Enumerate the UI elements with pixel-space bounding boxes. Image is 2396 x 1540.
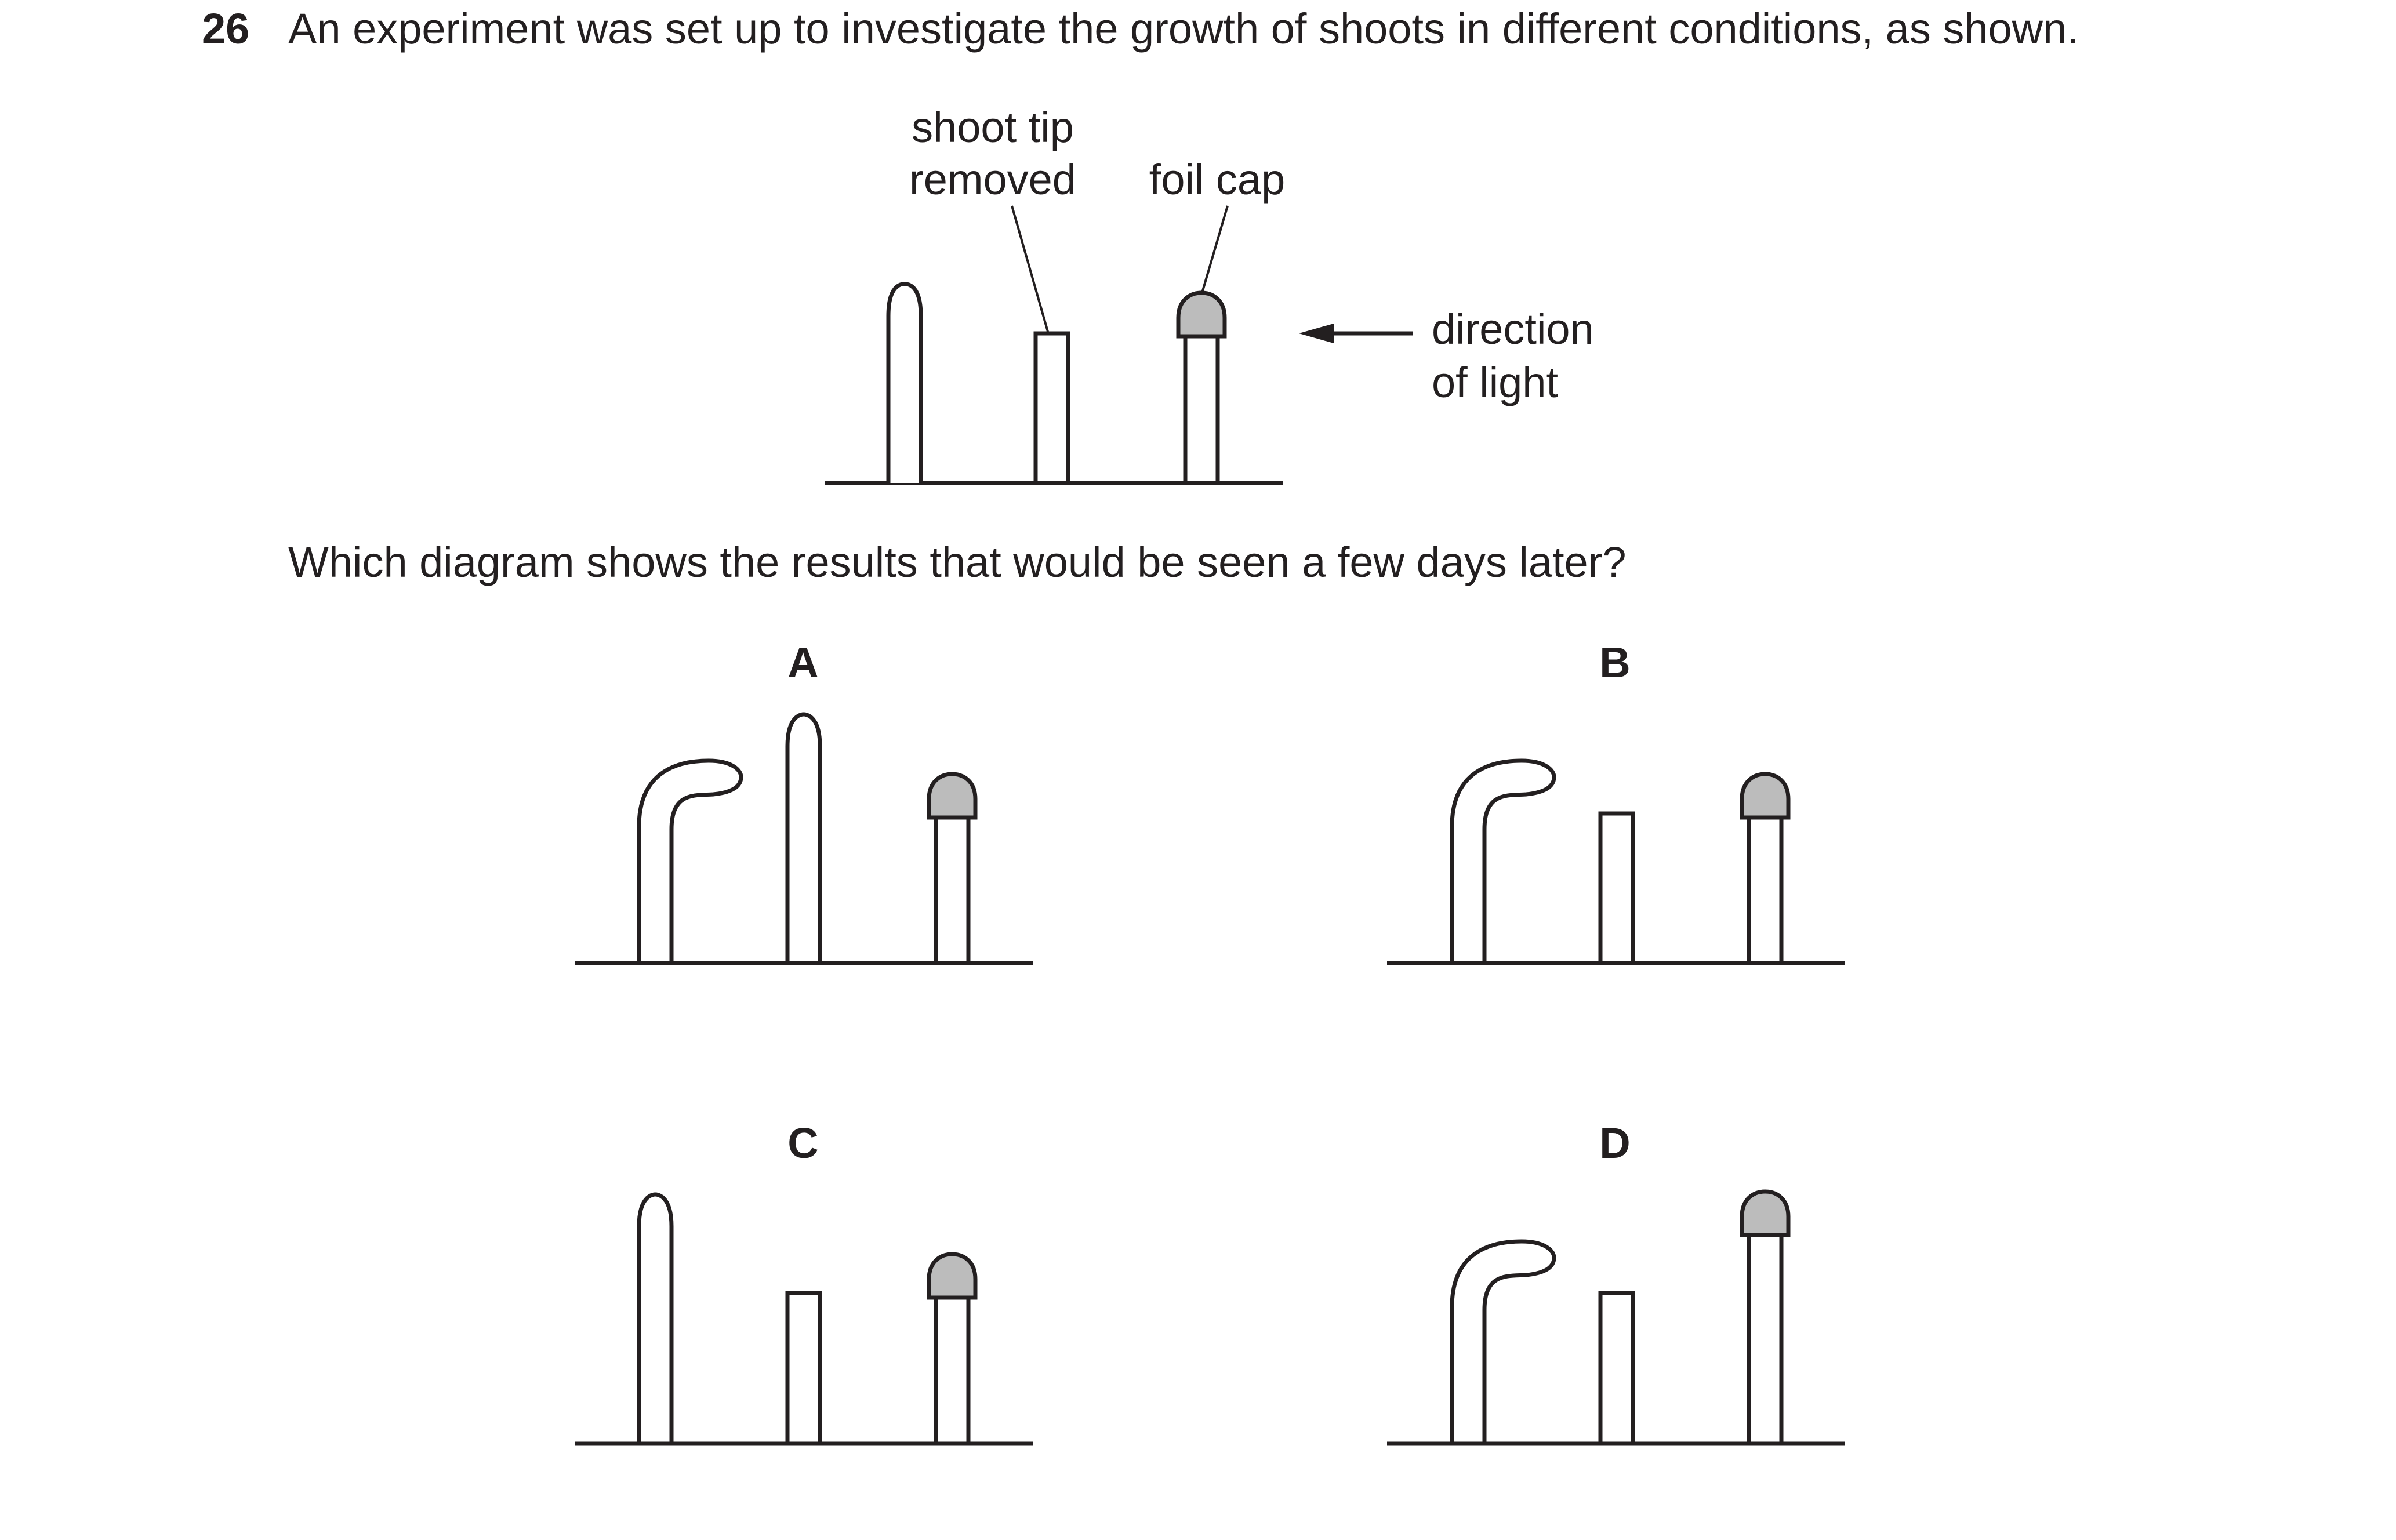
option-b-capped-shoot [1747, 815, 1784, 965]
leader-line-foil-cap [1201, 205, 1229, 293]
label-shoot-tip-removed-line2: removed [909, 155, 1076, 204]
option-a-capped-shoot [934, 815, 971, 965]
option-a-tall-shoot [785, 712, 822, 965]
option-c-cut-shoot [785, 1291, 822, 1446]
light-direction-arrow [1299, 324, 1413, 343]
question-stem: An experiment was set up to investigate … [288, 5, 2079, 53]
question-number: 26 [202, 5, 249, 53]
label-direction-line1: direction [1432, 305, 1594, 353]
option-d-cut-shoot [1598, 1291, 1635, 1446]
option-a-letter: A [787, 638, 818, 687]
option-d-bent-shoot [1450, 1239, 1556, 1446]
option-c-foil-cap [927, 1252, 978, 1300]
option-b-bent-shoot [1450, 758, 1556, 965]
setup-diagram: shoot tip removed foil cap direction of … [825, 103, 1594, 485]
option-a-foil-cap [927, 772, 978, 820]
setup-tip-removed-shoot [1033, 331, 1070, 485]
option-b-foil-cap [1740, 772, 1791, 820]
setup-capped-shoot [1183, 334, 1220, 485]
label-direction-line2: of light [1432, 358, 1558, 406]
option-a[interactable]: A [575, 638, 1033, 965]
option-b-letter: B [1599, 638, 1630, 687]
option-c-capped-shoot [934, 1295, 971, 1446]
option-d[interactable]: D [1387, 1119, 1845, 1446]
option-b[interactable]: B [1387, 638, 1845, 965]
label-foil-cap: foil cap [1149, 155, 1285, 204]
option-c[interactable]: C [575, 1119, 1033, 1446]
option-b-cut-shoot [1598, 811, 1635, 965]
option-c-letter: C [787, 1119, 818, 1167]
option-d-letter: D [1599, 1119, 1630, 1167]
question-prompt: Which diagram shows the results that wou… [288, 538, 1627, 586]
option-a-bent-shoot [637, 758, 743, 965]
label-shoot-tip-removed-line1: shoot tip [912, 103, 1074, 151]
option-d-foil-cap [1740, 1189, 1791, 1237]
option-d-tall-capped-shoot [1747, 1233, 1784, 1446]
option-c-tall-shoot [637, 1192, 674, 1446]
setup-intact-shoot [886, 282, 923, 483]
setup-foil-cap [1176, 290, 1227, 339]
leader-line-tip-removed [1011, 205, 1049, 332]
